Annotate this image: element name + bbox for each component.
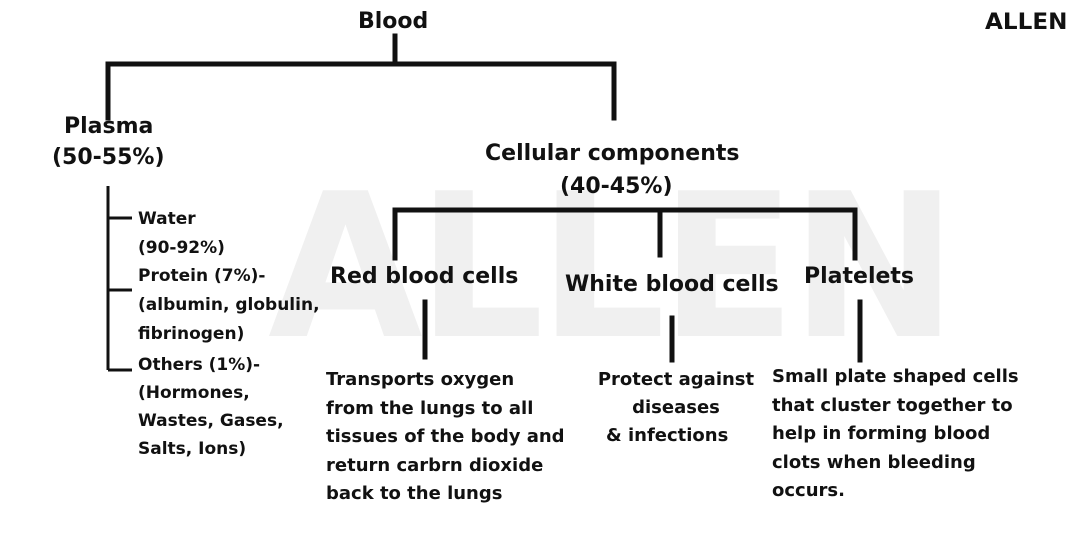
plasma-protein-line: (albumin, globulin, — [138, 295, 320, 315]
root-node-blood: Blood — [358, 9, 429, 34]
rbc-description: Transports oxygen from the lungs to all … — [326, 366, 565, 509]
rbc-desc-line: from the lungs to all — [326, 397, 534, 419]
plasma-others-line: Salts, Ions) — [138, 439, 247, 459]
plasma-others: Others (1%)- (Hormones, Wastes, Gases, S… — [138, 351, 284, 463]
platelets-description: Small plate shaped cells that cluster to… — [772, 363, 1019, 506]
plasma-others-line: (Hormones, — [138, 383, 250, 403]
wbc-desc-line: diseases — [632, 397, 720, 418]
watermark-logo: ALLEN — [268, 151, 958, 384]
platelets-desc-line: help in forming blood — [772, 423, 991, 444]
platelets-title: Platelets — [804, 264, 915, 289]
rbc-desc-line: Transports oxygen — [326, 369, 515, 390]
plasma-others-line: Others (1%)- — [138, 355, 261, 375]
plasma-water-line: Water — [138, 209, 196, 229]
rbc-desc-line: tissues of the body and — [326, 426, 565, 447]
plasma-protein-line: fibrinogen) — [138, 324, 245, 344]
wbc-description: Protect against diseases & infections — [586, 366, 766, 450]
cellular-percent: (40-45%) — [560, 174, 673, 199]
platelets-desc-line: that cluster together to — [772, 394, 1013, 416]
platelets-desc-line: Small plate shaped cells — [772, 366, 1019, 387]
plasma-water-line: (90-92%) — [138, 238, 225, 258]
rbc-title: Red blood cells — [330, 264, 519, 289]
wbc-title: White blood cells — [565, 272, 779, 297]
plasma-title: Plasma — [64, 114, 154, 139]
platelets-desc-line: occurs. — [772, 480, 845, 501]
wbc-desc-line: Protect against — [597, 369, 755, 390]
plasma-protein: Protein (7%)- (albumin, globulin, fibrin… — [138, 262, 320, 349]
cellular-title: Cellular components — [485, 141, 740, 166]
plasma-water: Water (90-92%) — [138, 205, 225, 263]
platelets-desc-line: clots when bleeding — [772, 451, 976, 473]
plasma-protein-line: Protein (7%)- — [138, 266, 266, 286]
wbc-desc-line: & infections — [606, 425, 729, 446]
allen-logo: ALLEN — [985, 10, 1068, 35]
plasma-others-line: Wastes, Gases, — [138, 411, 284, 431]
plasma-percent: (50-55%) — [52, 145, 165, 170]
rbc-desc-line: back to the lungs — [326, 483, 503, 504]
rbc-desc-line: return carbrn dioxide — [326, 454, 544, 476]
